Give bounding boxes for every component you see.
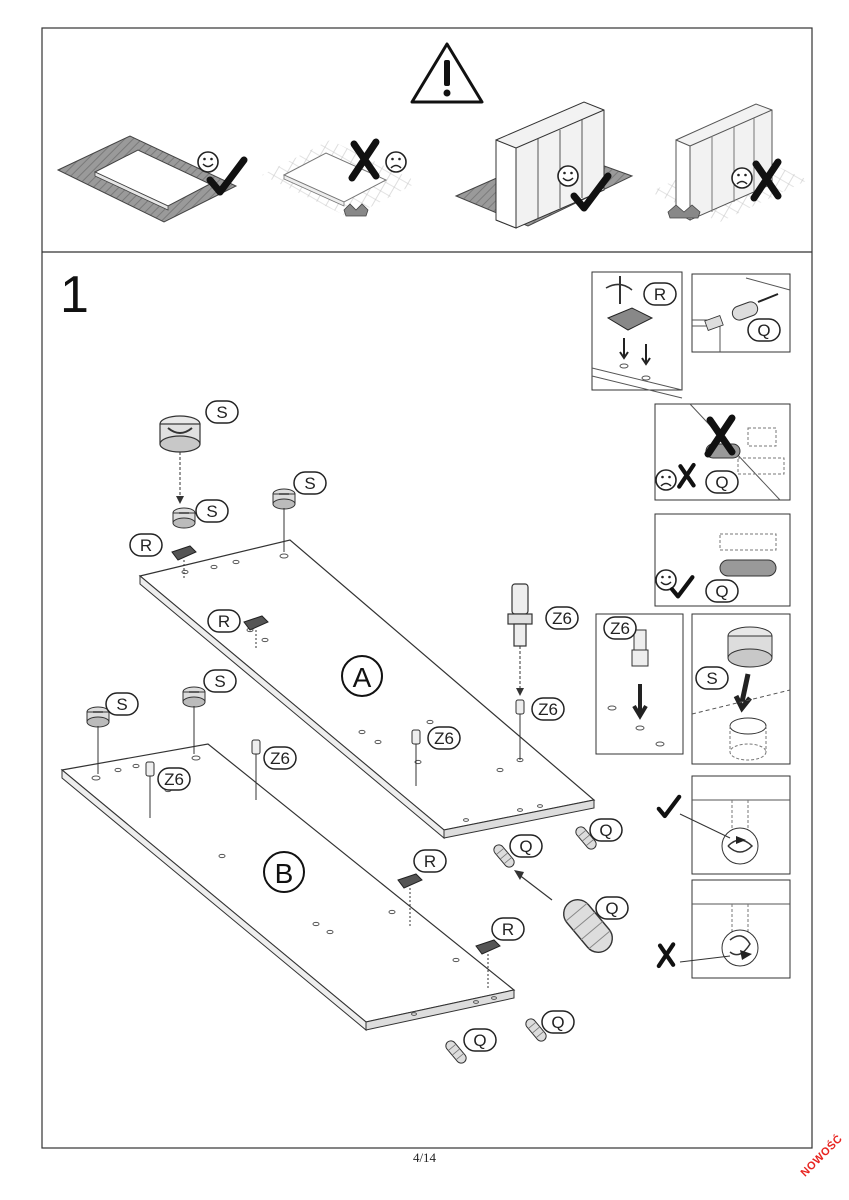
panel-a-label: A <box>353 662 372 693</box>
svg-text:Z6: Z6 <box>270 749 290 768</box>
svg-text:S: S <box>214 672 225 691</box>
svg-text:Q: Q <box>551 1013 564 1032</box>
cam-lock-icon <box>272 488 296 510</box>
sad-face-icon <box>385 151 407 173</box>
connector-r-icon <box>243 615 269 650</box>
label-z6: Z6 <box>427 726 461 750</box>
pin-z6-icon <box>145 761 155 818</box>
pin-z6-icon <box>251 739 261 800</box>
detail-box-dowel-insert <box>691 273 791 353</box>
label-z6: Z6 <box>531 697 565 721</box>
svg-text:S: S <box>206 502 217 521</box>
label-q: Q <box>509 834 543 858</box>
correct-panel-on-rug-illustration <box>56 135 238 223</box>
svg-text:Q: Q <box>599 821 612 840</box>
label-z6: Z6 <box>157 767 191 791</box>
pin-z6-icon <box>515 699 525 760</box>
panel-b-illustration <box>60 743 516 1032</box>
label-r: R <box>207 609 241 633</box>
label-z6: Z6 <box>603 616 637 640</box>
pin-z6-icon <box>411 729 421 786</box>
smiley-face-icon <box>655 569 677 591</box>
label-q: Q <box>705 579 739 603</box>
label-q: Q <box>541 1010 575 1034</box>
svg-text:Q: Q <box>473 1031 486 1050</box>
label-s: S <box>293 471 327 495</box>
pin-z6-large-icon <box>507 583 533 696</box>
svg-text:Z6: Z6 <box>164 770 184 789</box>
panel-a-illustration <box>138 539 596 840</box>
svg-text:S: S <box>706 669 717 688</box>
leader-line <box>679 955 731 963</box>
label-s: S <box>695 666 729 690</box>
label-q: Q <box>747 318 781 342</box>
dowel-q-large-icon <box>514 870 613 953</box>
cam-lock-icon <box>86 706 110 728</box>
svg-text:R: R <box>424 852 436 871</box>
label-q: Q <box>589 818 623 842</box>
step-number: 1 <box>60 266 89 324</box>
smiley-face-icon <box>197 151 219 173</box>
svg-text:S: S <box>116 695 127 714</box>
svg-text:S: S <box>216 403 227 422</box>
svg-text:R: R <box>654 285 666 304</box>
svg-text:Z6: Z6 <box>610 619 630 638</box>
smiley-face-icon <box>557 165 579 187</box>
cam-lock-large-icon <box>159 415 201 504</box>
svg-text:R: R <box>140 536 152 555</box>
cam-lock-icon <box>172 507 196 529</box>
label-q: Q <box>705 470 739 494</box>
label-r: R <box>413 849 447 873</box>
leader-line <box>679 813 731 839</box>
label-z6: Z6 <box>545 606 579 630</box>
label-q: Q <box>463 1028 497 1052</box>
label-z6: Z6 <box>263 746 297 770</box>
label-s: S <box>203 669 237 693</box>
svg-text:R: R <box>218 612 230 631</box>
label-s: S <box>105 692 139 716</box>
label-r: R <box>643 282 677 306</box>
panel-b-label: B <box>275 858 294 889</box>
label-q: Q <box>595 896 629 920</box>
detail-box-cam-correct <box>691 775 791 875</box>
sad-face-icon <box>655 469 677 491</box>
wrong-panel-on-floor-illustration <box>262 140 418 218</box>
label-s: S <box>205 400 239 424</box>
page-number: 4/14 <box>412 1150 437 1165</box>
connector-r-icon <box>171 545 197 578</box>
correct-cabinet-on-rug-illustration <box>454 101 634 229</box>
detail-box-cam-wrong <box>691 879 791 979</box>
warning-triangle-icon <box>410 42 484 104</box>
svg-text:Q: Q <box>715 473 728 492</box>
svg-text:S: S <box>304 474 315 493</box>
label-r: R <box>491 917 525 941</box>
connector-r-icon <box>475 939 501 990</box>
label-s: S <box>195 499 229 523</box>
svg-text:Z6: Z6 <box>552 609 572 628</box>
svg-text:Q: Q <box>519 837 532 856</box>
svg-text:Z6: Z6 <box>538 700 558 719</box>
connector-r-icon <box>397 873 423 926</box>
label-r: R <box>129 533 163 557</box>
svg-text:Q: Q <box>757 321 770 340</box>
sad-face-icon <box>731 167 753 189</box>
svg-text:Z6: Z6 <box>434 729 454 748</box>
svg-text:Q: Q <box>715 582 728 601</box>
svg-text:R: R <box>502 920 514 939</box>
svg-text:Q: Q <box>605 899 618 918</box>
cam-lock-icon <box>182 686 206 708</box>
